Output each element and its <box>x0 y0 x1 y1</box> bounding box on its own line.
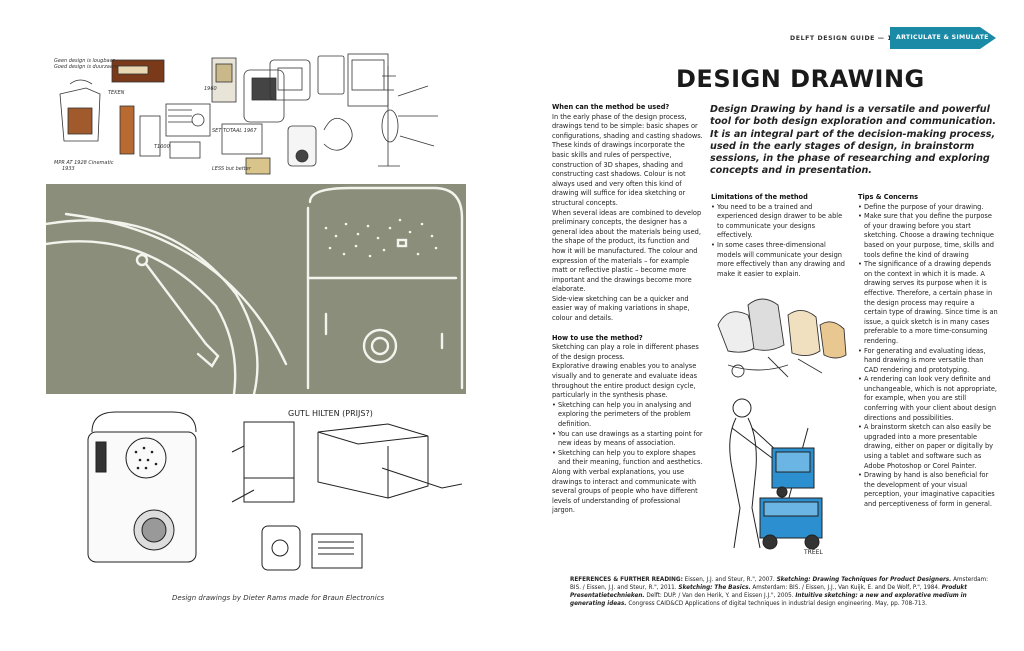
references-text: Amsterdam: BIS. / Eissen, J.J. and Steur… <box>570 577 989 591</box>
references-label: REFERENCES & FURTHER READING: <box>570 577 683 583</box>
sketch-note: SET TOTAAL 1967 <box>212 128 257 134</box>
trolley-sketch-illustration: TREEL <box>729 398 823 556</box>
reference-title: Produkt Presentatietechnieken. <box>570 585 967 599</box>
references-text: Delft: DUP. / Van den Herik, Y. and Eiss… <box>644 593 796 599</box>
reference-title: Intuitive sketching: a new and explorati… <box>570 593 967 607</box>
tips-bullet: Drawing by hand is also beneficial for t… <box>858 471 998 509</box>
sketch-note: 1933 <box>62 166 75 172</box>
limitations-bullet: You need to be a trained and experienced… <box>711 203 849 241</box>
sketch-note: 1960 <box>204 86 217 92</box>
sketch-note: Geen design is lougbaar <box>54 58 116 64</box>
section-tab: ARTICULATE & SIMULATE <box>890 27 996 49</box>
running-head: DELFT DESIGN GUIDE — 159 <box>790 35 903 42</box>
how-paragraph: Sketching can play a role in different p… <box>552 343 699 361</box>
references-text: Eissen, J.J. and Steur, R.", 2007. <box>682 577 777 583</box>
how-bullet: Sketching can help you in analysing and … <box>552 401 704 430</box>
how-bullet: You can use drawings as a starting point… <box>552 430 704 449</box>
reference-title: Sketching: The Basics. <box>678 585 751 591</box>
lower-sketch-illustration: GUTL HILTEN (PRIJS?) <box>87 409 462 571</box>
section-tab-label: ARTICULATE & SIMULATE <box>896 34 989 41</box>
tips-bullet: A rendering can look very definite and u… <box>858 375 998 423</box>
section-tab-arrow <box>890 27 996 49</box>
tips-bullets: Define the purpose of your drawing. Make… <box>858 203 998 510</box>
white-line-sketch <box>46 186 464 394</box>
when-paragraph: Side-view sketching can be a quicker and… <box>552 294 690 323</box>
intro-paragraph: Design Drawing by hand is a versatile an… <box>710 104 996 177</box>
how-heading: How to use the method? <box>552 333 643 342</box>
tips-bullet: The significance of a drawing depends on… <box>858 260 998 346</box>
trolley-concept-sketch: TREEL <box>712 388 852 558</box>
tips-bullet: A brainstorm sketch can also easily be u… <box>858 423 998 471</box>
radio-stereo-sketches: GUTL HILTEN (PRIJS?) <box>82 402 462 584</box>
limitations-heading: Limitations of the method <box>711 193 808 201</box>
when-paragraph: In the early phase of the design process… <box>552 112 703 207</box>
left-page-caption: Design drawings by Dieter Rams made for … <box>172 594 385 602</box>
limitations-bullet: In some cases three-dimensional models w… <box>711 241 849 279</box>
when-heading: When can the method be used? <box>552 103 670 111</box>
seat-concept-sketch <box>708 285 858 385</box>
tips-bullet: For generating and evaluating ideas, han… <box>858 347 998 376</box>
column-when-how: When can the method be used? In the earl… <box>552 103 704 516</box>
limitations-bullets: You need to be a trained and experienced… <box>711 203 849 280</box>
references-text: Congress CAID&CD Applications of digital… <box>626 601 927 607</box>
sketch-handwritten-note: GUTL HILTEN (PRIJS?) <box>288 409 373 418</box>
sketch-note: T1000 <box>154 144 170 150</box>
sketch-note: Goed design is duurzaam <box>54 64 118 70</box>
page-title: DESIGN DRAWING <box>676 65 925 93</box>
how-paragraph: Explorative drawing enables you to analy… <box>552 362 698 400</box>
how-closing: Along with verbal explanations, you use … <box>552 467 698 515</box>
seat-sketch-illustration <box>717 298 847 378</box>
column-limitations: Limitations of the method You need to be… <box>711 193 849 279</box>
sketch-note: MPR AT 1928 Cinematic <box>54 160 114 166</box>
when-paragraph: When several ideas are combined to devel… <box>552 208 702 294</box>
reference-title: Sketching: Drawing Techniques for Produc… <box>776 577 952 583</box>
sketch-signature: TREEL <box>803 549 823 556</box>
turntable-radio-photo <box>46 184 466 394</box>
tips-bullet: Make sure that you define the purpose of… <box>858 212 998 260</box>
references-block: REFERENCES & FURTHER READING: Eissen, J.… <box>570 576 990 608</box>
how-bullet: Sketching can help you to explore shapes… <box>552 449 704 468</box>
sketch-note: LESS but better <box>212 166 252 172</box>
rams-sketches-illustration: Geen design is lougbaar Goed design is d… <box>54 53 438 175</box>
tips-bullet: Define the purpose of your drawing. <box>858 203 998 213</box>
column-tips: Tips & Concerns Define the purpose of yo… <box>858 193 998 510</box>
references-text: Amsterdam: BIS. / Eissen, J.J., Van Kuij… <box>750 585 942 591</box>
sketch-note: TEKEN <box>108 90 125 96</box>
tips-heading: Tips & Concerns <box>858 193 919 201</box>
how-bullets: Sketching can help you in analysing and … <box>552 401 704 468</box>
rams-sketch-strip: Geen design is lougbaar Goed design is d… <box>48 46 452 181</box>
